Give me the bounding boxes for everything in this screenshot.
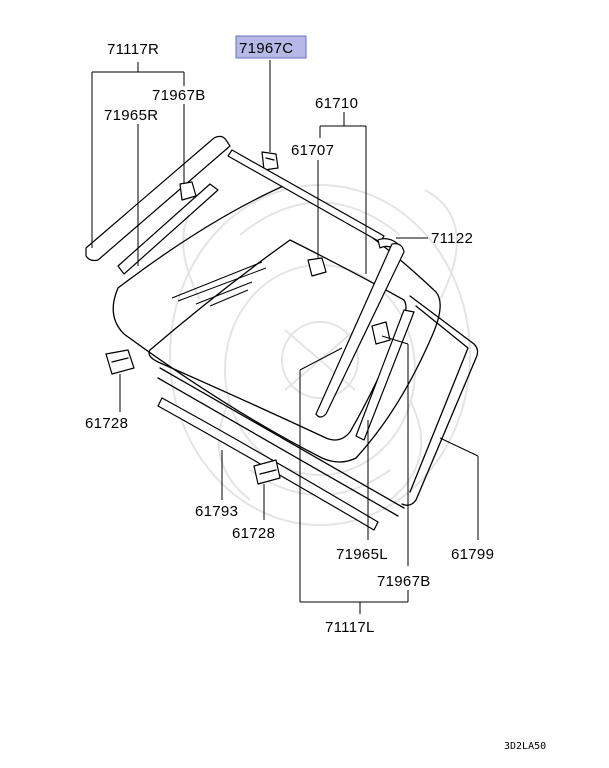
highlight-box-71967C bbox=[235, 35, 307, 59]
windshield-glass[interactable] bbox=[112, 183, 441, 463]
part-61728-left[interactable] bbox=[105, 349, 135, 375]
label-61707[interactable]: 61707 bbox=[291, 142, 334, 159]
diagram-code: 3D2LA50 bbox=[504, 741, 546, 752]
label-71117R[interactable]: 71117R bbox=[107, 41, 159, 58]
label-61728-left[interactable]: 61728 bbox=[85, 415, 128, 432]
part-71967C[interactable] bbox=[261, 151, 279, 171]
part-71965R[interactable] bbox=[117, 183, 219, 275]
glass-reflection bbox=[171, 261, 267, 307]
label-61710[interactable]: 61710 bbox=[315, 95, 358, 112]
lower-molding-inner bbox=[157, 367, 405, 517]
part-71967B-lower[interactable] bbox=[371, 321, 391, 345]
label-71965R[interactable]: 71965R bbox=[104, 107, 158, 124]
part-61799[interactable] bbox=[401, 295, 479, 506]
label-71117L[interactable]: 71117L bbox=[325, 619, 375, 636]
part-71967B-upper[interactable] bbox=[179, 181, 197, 201]
part-71965L[interactable] bbox=[355, 309, 415, 441]
label-61799[interactable]: 61799 bbox=[451, 546, 494, 563]
samurai-helmet-icon bbox=[169, 184, 471, 526]
part-61707[interactable] bbox=[307, 257, 327, 277]
label-61728-bottom[interactable]: 61728 bbox=[232, 525, 275, 542]
part-71117L[interactable] bbox=[315, 243, 405, 418]
label-71965L[interactable]: 71965L bbox=[336, 546, 388, 563]
part-61710[interactable] bbox=[227, 149, 385, 243]
part-71117R[interactable] bbox=[85, 135, 231, 262]
leader-lines bbox=[91, 60, 479, 614]
label-71967B-lower[interactable]: 71967B bbox=[377, 573, 431, 590]
label-71122[interactable]: 71122 bbox=[431, 230, 473, 247]
label-71967B-upper[interactable]: 71967B bbox=[152, 87, 206, 104]
label-71967C[interactable]: 71967C bbox=[239, 40, 293, 57]
label-61793[interactable]: 61793 bbox=[195, 503, 238, 520]
